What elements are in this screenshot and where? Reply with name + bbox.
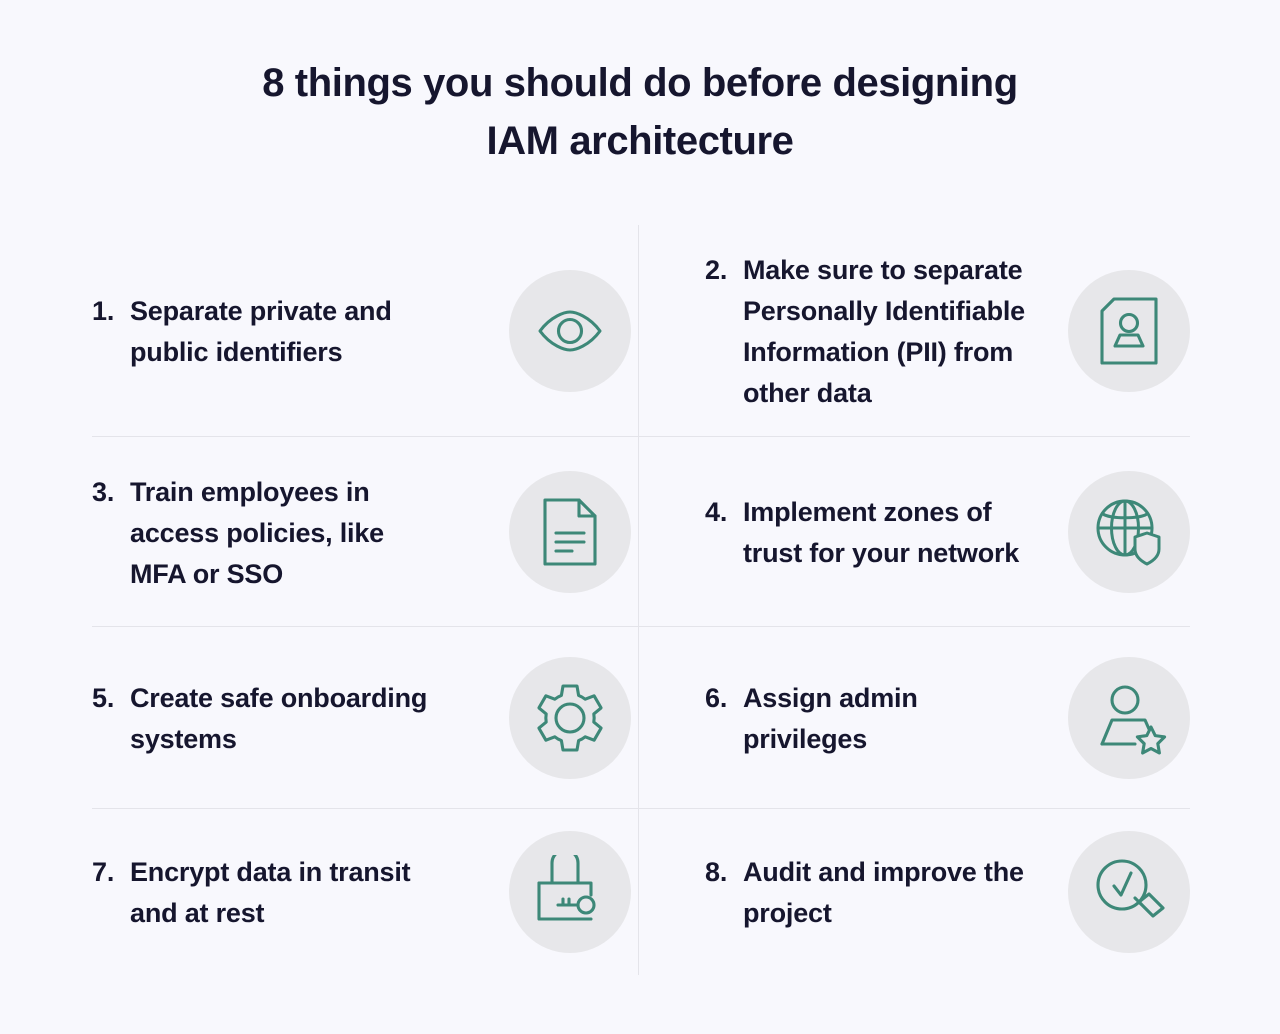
id-card-person-icon bbox=[1068, 270, 1190, 392]
item-text: 4. Implement zones of trust for your net… bbox=[705, 490, 1054, 574]
item-text: 7. Encrypt data in transit and at rest bbox=[92, 850, 495, 934]
list-item[interactable]: 3. Train employees in access policies, l… bbox=[92, 437, 641, 627]
item-label: Make sure to separate Personally Identif… bbox=[743, 255, 1025, 408]
item-number: 1. bbox=[92, 296, 115, 326]
item-text: 5. Create safe onboarding systems bbox=[92, 676, 495, 760]
list-item[interactable]: 8. Audit and improve the project bbox=[641, 809, 1190, 975]
item-label: Encrypt data in transit and at rest bbox=[130, 857, 411, 928]
grid-row: 1. Separate private and public identifie… bbox=[92, 225, 1190, 437]
eye-icon bbox=[509, 270, 631, 392]
item-text: 2. Make sure to separate Personally Iden… bbox=[705, 248, 1054, 414]
gear-icon bbox=[509, 657, 631, 779]
list-item[interactable]: 1. Separate private and public identifie… bbox=[92, 225, 641, 437]
grid-horizontal-divider bbox=[92, 436, 1190, 437]
document-icon bbox=[509, 471, 631, 593]
item-label: Implement zones of trust for your networ… bbox=[743, 497, 1020, 568]
list-item[interactable]: 7. Encrypt data in transit and at rest bbox=[92, 809, 641, 975]
item-text: 8. Audit and improve the project bbox=[705, 850, 1054, 934]
item-number: 5. bbox=[92, 683, 115, 713]
page-title: 8 things you should do before designing … bbox=[0, 54, 1280, 170]
item-label: Assign admin privileges bbox=[743, 683, 918, 754]
item-label: Audit and improve the project bbox=[743, 857, 1024, 928]
list-item[interactable]: 6. Assign admin privileges bbox=[641, 627, 1190, 809]
item-label: Train employees in access policies, like… bbox=[130, 476, 384, 589]
item-number: 8. bbox=[705, 857, 728, 887]
list-item[interactable]: 4. Implement zones of trust for your net… bbox=[641, 437, 1190, 627]
item-number: 3. bbox=[92, 476, 115, 507]
grid-vertical-divider bbox=[638, 225, 639, 975]
item-label: Create safe onboarding systems bbox=[130, 683, 428, 754]
magnifier-check-icon bbox=[1068, 831, 1190, 953]
grid-row: 7. Encrypt data in transit and at rest bbox=[92, 809, 1190, 975]
grid-horizontal-divider bbox=[92, 626, 1190, 627]
grid-horizontal-divider bbox=[92, 808, 1190, 809]
item-number: 2. bbox=[705, 255, 728, 285]
item-number: 7. bbox=[92, 857, 115, 887]
page-title-line-2: IAM architecture bbox=[486, 119, 794, 163]
item-text: 3. Train employees in access policies, l… bbox=[92, 470, 495, 595]
grid-row: 3. Train employees in access policies, l… bbox=[92, 437, 1190, 627]
user-star-icon bbox=[1068, 657, 1190, 779]
items-grid: 1. Separate private and public identifie… bbox=[92, 225, 1190, 975]
item-number: 4. bbox=[705, 497, 728, 527]
globe-shield-icon bbox=[1068, 471, 1190, 593]
lock-key-icon bbox=[509, 831, 631, 953]
item-text: 1. Separate private and public identifie… bbox=[92, 289, 495, 373]
list-item[interactable]: 2. Make sure to separate Personally Iden… bbox=[641, 225, 1190, 437]
page-title-line-1: 8 things you should do before designing bbox=[262, 61, 1018, 105]
item-number: 6. bbox=[705, 683, 728, 713]
item-label: Separate private and public identifiers bbox=[130, 296, 392, 367]
item-text: 6. Assign admin privileges bbox=[705, 676, 1054, 760]
grid-row: 5. Create safe onboarding systems 6. Ass… bbox=[92, 627, 1190, 809]
list-item[interactable]: 5. Create safe onboarding systems bbox=[92, 627, 641, 809]
